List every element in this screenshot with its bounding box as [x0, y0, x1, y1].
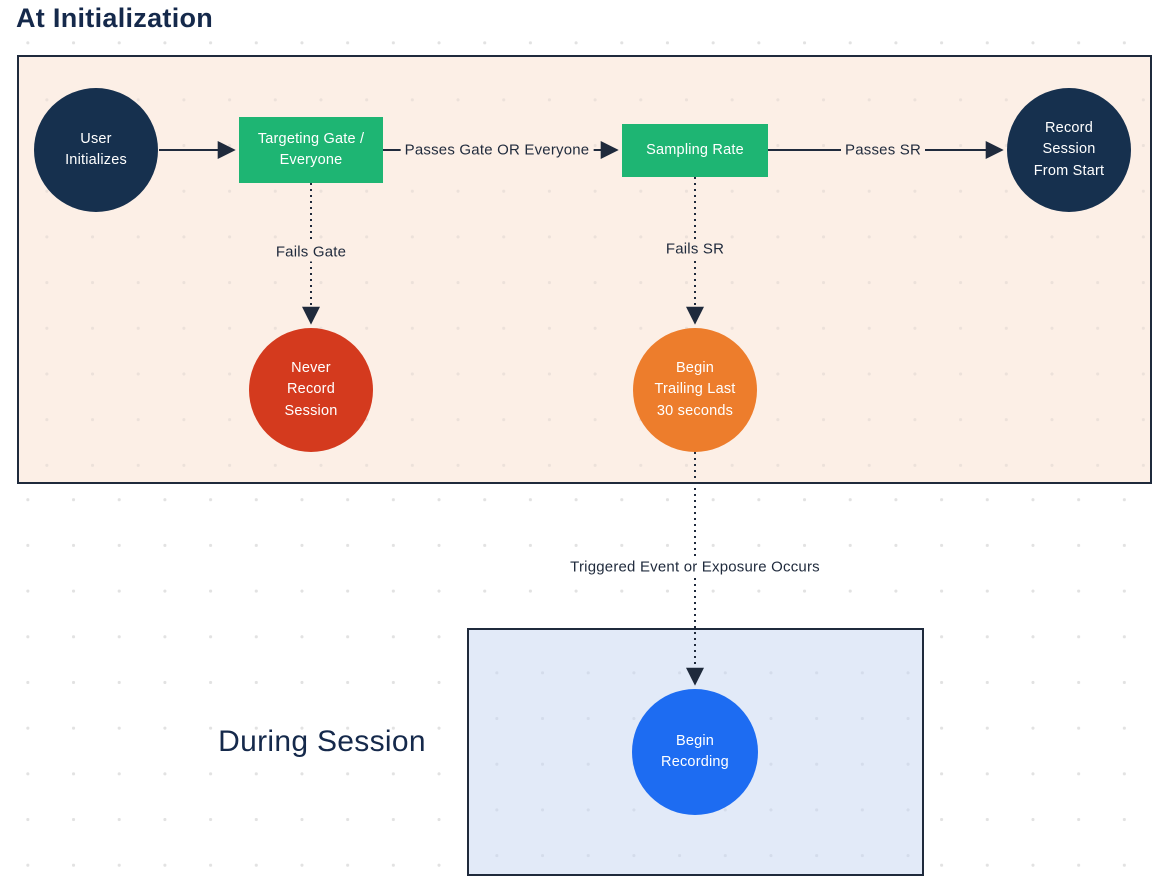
node-begin-recording: Begin Recording	[632, 689, 758, 815]
node-record-session-label: Record Session From Start	[1033, 120, 1105, 179]
node-record-session-from-start: Record Session From Start	[1007, 88, 1131, 212]
node-never-record-label: Never Record Session	[284, 360, 338, 419]
initialization-section-box	[17, 55, 1152, 484]
node-never-record-session: Never Record Session	[249, 328, 373, 452]
edge-label-passes-sr: Passes SR	[841, 140, 925, 160]
node-sampling-rate: Sampling Rate	[622, 124, 768, 177]
node-targeting-gate-label: Targeting Gate / Everyone	[257, 130, 365, 168]
node-user-initializes-label: User Initializes	[65, 130, 127, 168]
section-title-during-session: During Session	[218, 725, 426, 758]
edge-label-fails-sr: Fails SR	[661, 239, 729, 259]
node-begin-trailing: Begin Trailing Last 30 seconds	[633, 328, 757, 452]
section-title-initialization: At Initialization	[16, 3, 214, 33]
edge-label-passes-gate: Passes Gate OR Everyone	[400, 140, 594, 160]
node-user-initializes: User Initializes	[34, 88, 158, 212]
node-begin-trailing-label: Begin Trailing Last 30 seconds	[654, 360, 736, 419]
edge-label-fails-gate: Fails Gate	[271, 242, 351, 262]
node-targeting-gate: Targeting Gate / Everyone	[239, 117, 383, 183]
node-sampling-rate-label: Sampling Rate	[646, 141, 744, 158]
edge-label-triggered-event: Triggered Event or Exposure Occurs	[566, 557, 824, 577]
node-begin-recording-label: Begin Recording	[661, 732, 729, 770]
